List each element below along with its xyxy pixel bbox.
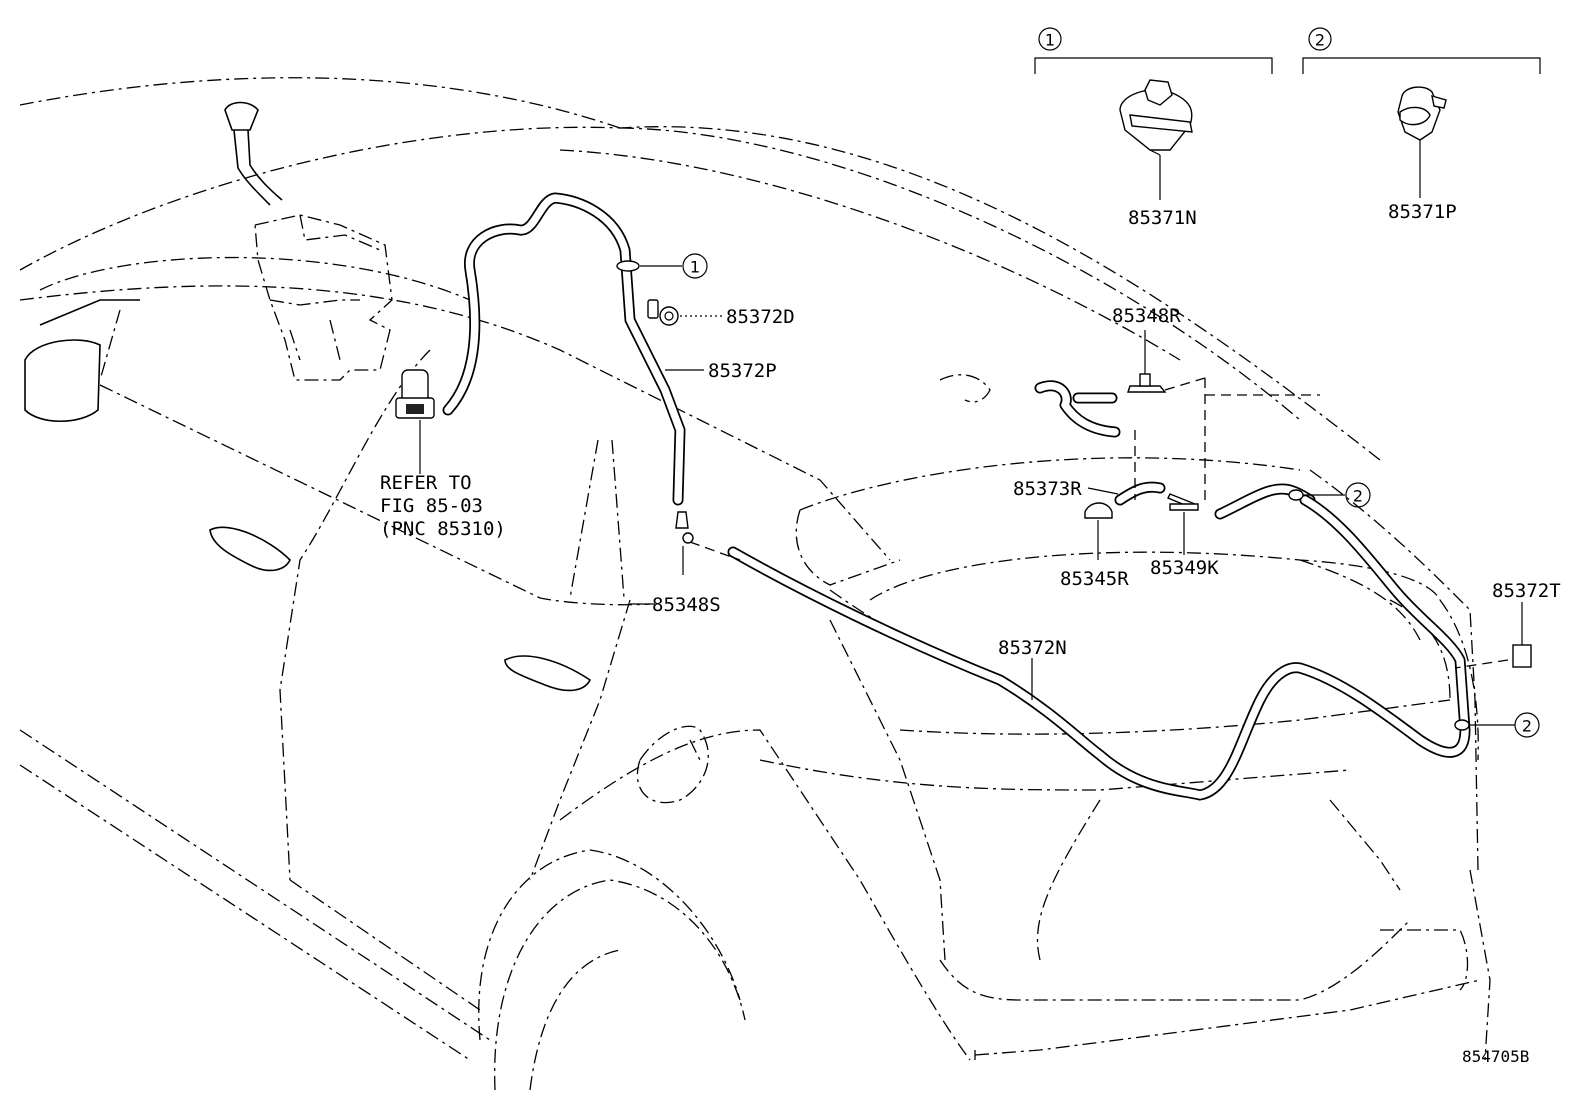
- clamp-85371N: [1119, 79, 1193, 200]
- nozzle-85348S: [630, 511, 741, 605]
- label-85348R: 85348R: [1112, 305, 1181, 327]
- washer-pump: [395, 369, 435, 474]
- label-85371P: 85371P: [1388, 201, 1457, 223]
- clamp-callout-2-rings: [1288, 489, 1515, 731]
- clamp-85371P: [1397, 86, 1447, 198]
- label-85349K: 85349K: [1150, 557, 1219, 579]
- callout-1-hose: 1: [682, 253, 708, 279]
- label-85348S: 85348S: [652, 594, 721, 616]
- cap-85345R: [1084, 430, 1136, 560]
- label-refer-line2: FIG 85-03: [380, 495, 483, 517]
- label-85371N: 85371N: [1128, 207, 1197, 229]
- washer-hoses: [442, 192, 1471, 801]
- label-refer-line3: (PNC 85310): [380, 518, 506, 540]
- label-85373R: 85373R: [1013, 478, 1082, 500]
- clip-85372D: [647, 299, 722, 326]
- callout-2-top: 2: [1315, 31, 1325, 50]
- label-refer-line1: REFER TO: [380, 472, 472, 494]
- inset-bracket-2: [1302, 27, 1541, 74]
- callout-1-top-text: 1: [1045, 31, 1055, 50]
- inset-bracket-1: [1034, 27, 1273, 74]
- callout-2-upper-text: 2: [1353, 487, 1363, 506]
- callout-2-lower-text: 2: [1522, 717, 1532, 736]
- callout-2-lower: 2: [1514, 712, 1540, 738]
- tag-85372T: [1454, 602, 1532, 669]
- label-85372D: 85372D: [726, 306, 795, 328]
- clamp-callout-1-ring: [616, 260, 682, 272]
- callout-2-top-text: 2: [1315, 31, 1325, 50]
- vehicle-body-outline: [19, 77, 1491, 1091]
- leader-85373R: [1087, 487, 1119, 495]
- label-85345R: 85345R: [1060, 568, 1129, 590]
- washer-tank: [224, 101, 393, 381]
- label-85372P: 85372P: [708, 360, 777, 382]
- part-labels: 85371N 85371P 85372D 85372P 85348R 85373…: [380, 201, 1561, 1066]
- label-85372N: 85372N: [998, 637, 1067, 659]
- label-85372T: 85372T: [1492, 580, 1561, 602]
- callout-1-top: 1: [1045, 31, 1055, 50]
- clip-85349K: [1167, 493, 1199, 555]
- figure-code: 854705B: [1462, 1047, 1529, 1066]
- callout-2-upper: 2: [1345, 482, 1371, 508]
- callout-1-hose-text: 1: [690, 258, 700, 277]
- nozzle-85348R: [1127, 330, 1320, 500]
